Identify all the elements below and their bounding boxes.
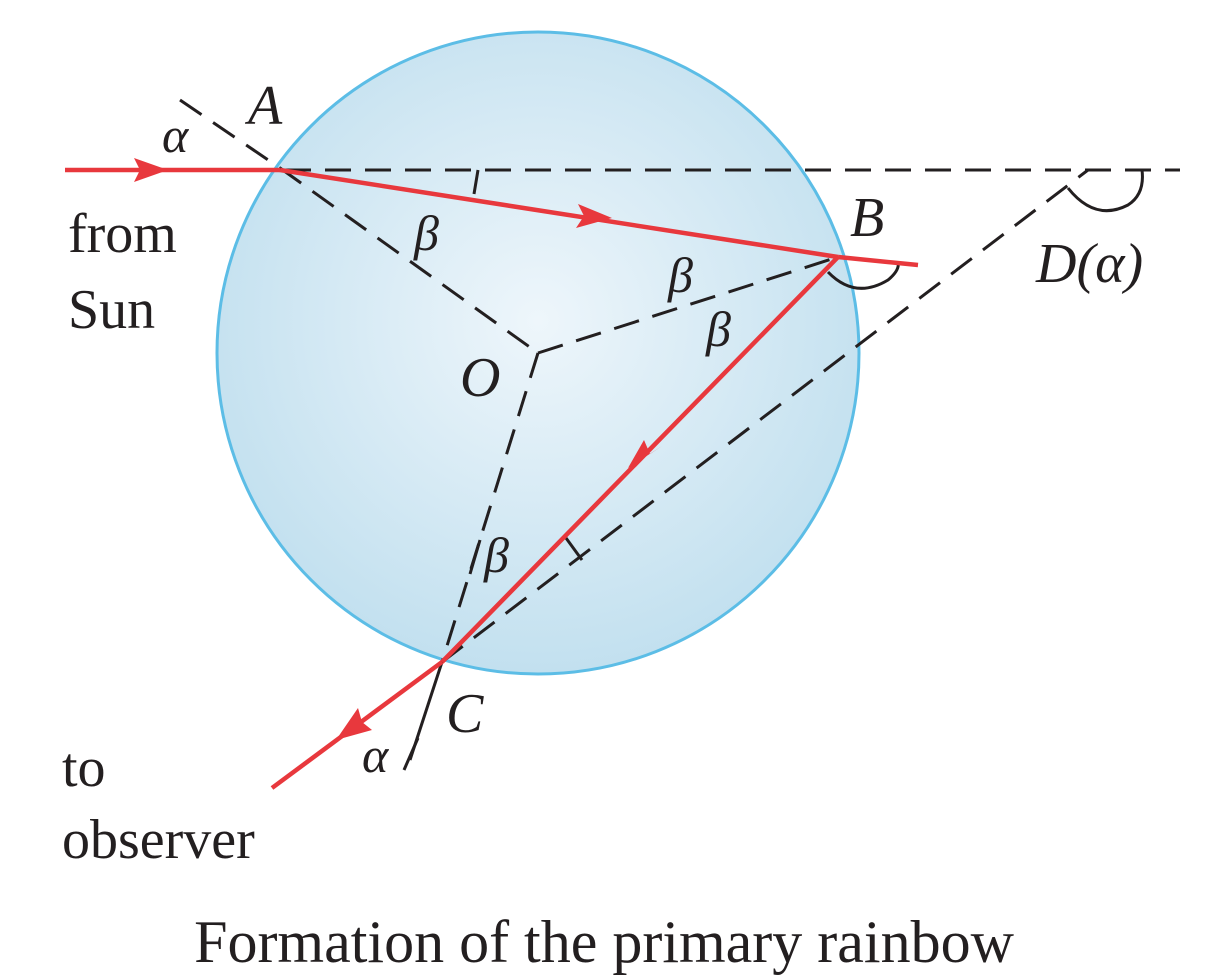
label-to-observer-line2: observer bbox=[62, 809, 255, 871]
refracted-ray-extension bbox=[837, 254, 919, 268]
label-deviation-D: D(α) bbox=[1035, 233, 1143, 295]
angle-mark-at-B bbox=[826, 261, 900, 290]
ray-AB-arrowhead bbox=[576, 204, 612, 228]
radius-OB bbox=[537, 255, 839, 355]
exit-arrowhead bbox=[336, 708, 372, 740]
angle-mark-at-A bbox=[472, 169, 480, 195]
angle-mark-at-C bbox=[564, 537, 584, 561]
label-from-sun-line1: from bbox=[68, 203, 177, 265]
label-point-C: C bbox=[446, 683, 484, 745]
label-alpha-incident: α bbox=[162, 107, 190, 163]
radius-OC bbox=[440, 352, 540, 663]
label-from-sun-line2: Sun bbox=[68, 279, 155, 341]
normal-at-A-outer bbox=[179, 98, 281, 170]
label-point-B: B bbox=[850, 187, 884, 249]
label-beta-B-upper: β bbox=[667, 247, 693, 303]
radius-OA bbox=[279, 166, 539, 355]
tick-alpha-exit bbox=[402, 737, 420, 771]
label-point-O: O bbox=[460, 347, 500, 409]
label-beta-C: β bbox=[483, 527, 509, 583]
label-beta-B-lower: β bbox=[705, 301, 731, 357]
tick-beta-C bbox=[468, 539, 482, 575]
label-alpha-exit: α bbox=[362, 727, 390, 783]
angle-mark-at-D bbox=[1066, 169, 1144, 213]
light-ray bbox=[65, 158, 919, 790]
incident-arrowhead bbox=[134, 158, 168, 182]
figure-caption: Formation of the primary rainbow bbox=[194, 909, 1014, 975]
refracted-ray-AB bbox=[279, 167, 839, 260]
label-point-A: A bbox=[244, 75, 283, 137]
label-to-observer-line1: to bbox=[62, 737, 106, 799]
ray-BC-arrowhead bbox=[628, 440, 662, 468]
label-beta-A: β bbox=[413, 205, 439, 261]
exit-extension-dashed bbox=[441, 168, 1089, 664]
